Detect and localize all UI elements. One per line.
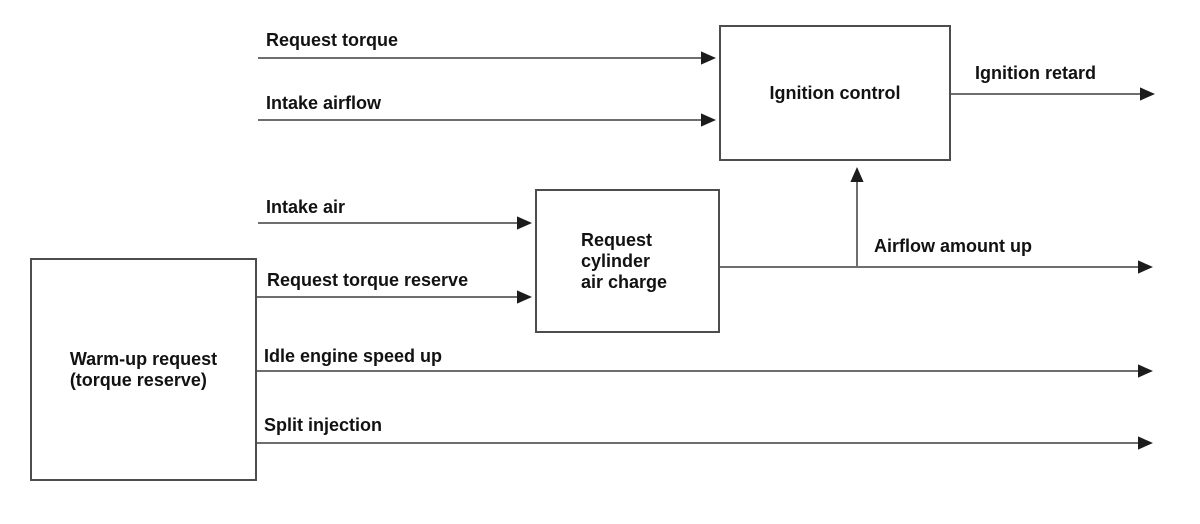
box-warm-up-request: Warm-up request (torque reserve) xyxy=(30,258,257,481)
label-request-torque-reserve: Request torque reserve xyxy=(267,270,469,290)
request-cylinder-line2: cylinder xyxy=(581,250,651,271)
box-ignition-control: Ignition control xyxy=(719,25,951,161)
label-request-torque: Request torque xyxy=(266,30,399,50)
label-idle-engine-speed-up: Idle engine speed up xyxy=(264,346,443,366)
label-split-injection: Split injection xyxy=(264,415,383,435)
warm-up-request-line2: (torque reserve) xyxy=(69,369,207,390)
box-request-cylinder-air-charge-label: Request cylinder air charge xyxy=(581,230,667,293)
box-ignition-control-label: Ignition control xyxy=(769,82,901,103)
label-intake-airflow: Intake airflow xyxy=(266,93,382,113)
box-warm-up-request-label: Warm-up request (torque reserve) xyxy=(70,349,217,391)
request-cylinder-line1: Request xyxy=(581,229,653,250)
label-intake-air: Intake air xyxy=(266,197,346,217)
warm-up-request-line1: Warm-up request xyxy=(69,348,218,369)
label-ignition-retard: Ignition retard xyxy=(975,63,1096,83)
box-request-cylinder-air-charge: Request cylinder air charge xyxy=(535,189,720,333)
label-airflow-amount-up: Airflow amount up xyxy=(874,236,1032,256)
request-cylinder-line3: air charge xyxy=(581,271,668,292)
